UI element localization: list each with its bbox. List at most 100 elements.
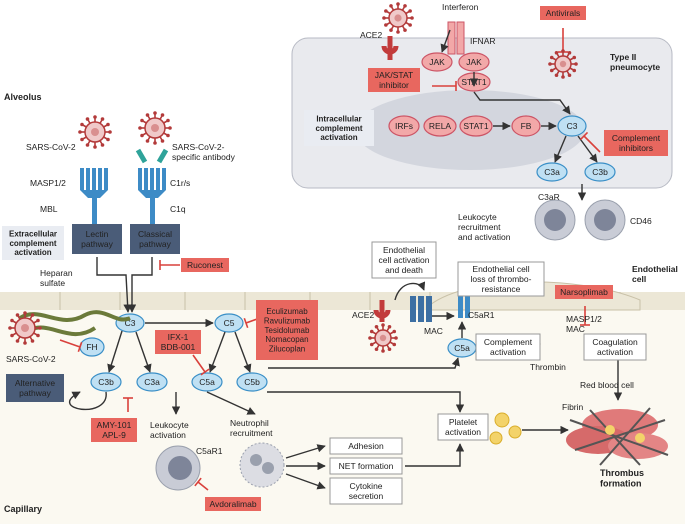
c1rs-label: C1r/s <box>170 178 190 188</box>
c3-inhibitors-box <box>91 418 137 442</box>
thrombus <box>566 407 669 466</box>
neutrophil-adhesion-arrow <box>285 444 326 459</box>
alveolus-label: Alveolus <box>4 92 42 102</box>
sars-cov-2-virus-classical <box>138 111 172 145</box>
cd46-label: CD46 <box>630 216 652 226</box>
stat1-to-c3-arrow <box>473 91 571 115</box>
narsoplimab-box <box>555 285 613 299</box>
c5-inhibitors-box <box>256 300 318 360</box>
sars-bottom-label: SARS-CoV-2 <box>6 354 56 364</box>
c3a-extracellular-label: C3a <box>144 377 160 387</box>
mac-label: MAC <box>424 326 443 336</box>
c3b-intracellular-node <box>584 162 616 182</box>
jak-left-label: JAK <box>429 57 445 67</box>
c3-c3a-arrow <box>554 135 567 163</box>
alternative-pathway-box <box>6 374 64 402</box>
mbl-structure <box>80 168 108 228</box>
masp12-label: MASP1/2 <box>30 178 66 188</box>
jak-left-node <box>421 52 453 72</box>
avdoralimab-box <box>205 497 261 511</box>
platelet-activation-box <box>437 413 489 441</box>
interferon-arrow <box>440 29 451 53</box>
sars-top-label: SARS-CoV-2 <box>26 142 76 152</box>
thrombin-label: Thrombin <box>530 362 566 372</box>
platelets <box>489 412 522 445</box>
c1q-label: C1q <box>170 204 186 214</box>
net-formation: NET formation <box>339 461 394 471</box>
avdoralimab-inhibit <box>197 481 209 491</box>
c5b-label: C5b <box>244 377 260 387</box>
c3-intracellular-node <box>557 115 587 137</box>
extracellular-complement-activation-box <box>2 226 64 260</box>
ruconest: Ruconest <box>187 260 224 270</box>
c5a-extracellular-label: C5a <box>199 377 215 387</box>
c3ar-label: C3aR <box>538 192 560 202</box>
sars-cov-2-virus-lectin <box>78 115 112 149</box>
fb-node <box>511 115 541 137</box>
jak-right-node <box>458 52 490 72</box>
c5a-drugs-inhibit <box>192 354 206 373</box>
ifnar-receptor <box>447 21 465 55</box>
ifnar-label: IFNAR <box>470 36 496 46</box>
classical-pathway-box <box>130 224 180 254</box>
c3-intracellular-label: C3 <box>567 121 578 131</box>
cytokine-secretion-box <box>329 477 403 505</box>
stat1-nucleus-node <box>459 115 493 137</box>
c3a-intracellular-label: C3a <box>544 167 560 177</box>
interferon-label: Interferon <box>442 2 479 12</box>
intracellular-complement-activation-box <box>304 110 374 146</box>
c5b-platelet-arrow <box>267 391 465 413</box>
c5b-mac-arrow <box>268 357 460 369</box>
complement-inhibitors-inhibit-bar <box>579 131 589 141</box>
c5-c5b-arrow <box>234 331 252 373</box>
c3-c3b-ext-arrow <box>107 330 123 373</box>
mbl-label: MBL <box>40 204 58 214</box>
c5-label: C5 <box>224 318 235 328</box>
ace2-mac-arrow <box>394 281 426 301</box>
red-blood-cell-label: Red blood cell <box>580 380 634 390</box>
c5a-inhibitors-box <box>155 330 201 354</box>
c5ar1-top-label: C5aR1 <box>468 310 495 320</box>
adhesion-box <box>329 437 403 455</box>
sars-cov-2-virus-ace2 <box>368 323 398 353</box>
narsoplimab: Narsoplimab <box>560 287 608 297</box>
c3-c3a-ext-arrow <box>135 331 152 373</box>
ace2-receptor-mid <box>373 300 391 322</box>
c5a-neutrophil-arrow <box>206 391 256 415</box>
fb-label: FB <box>521 121 532 131</box>
alternative-loop-arrow <box>69 391 107 411</box>
net-formation-box <box>329 457 403 475</box>
leukocyte-cd46-cell <box>584 199 626 241</box>
sars-antibody-label: SARS-CoV-2-specific antibody <box>172 142 236 162</box>
leukocyte-c3ar-cell <box>534 199 576 241</box>
c5-node <box>214 313 244 333</box>
neutrophil-cell <box>239 442 285 488</box>
ruconest-box <box>181 258 229 272</box>
adhesion: Adhesion <box>348 441 384 451</box>
endothelial-loss-box <box>457 261 545 297</box>
ace2-top-label: ACE2 <box>360 30 382 40</box>
endothelial-activation-box <box>371 241 437 279</box>
leukocyte-c5ar1-cell <box>155 445 201 491</box>
capillary-label: Capillary <box>4 504 42 514</box>
c5a-extracellular-node <box>191 372 223 392</box>
ace2-mid-label: ACE2 <box>352 310 374 320</box>
avdoralimab: Avdoralimab <box>209 499 256 509</box>
irfs-node <box>388 115 420 137</box>
complement-inhibitors-box <box>604 130 668 156</box>
c5a-endothelial-label: C5a <box>454 343 470 353</box>
